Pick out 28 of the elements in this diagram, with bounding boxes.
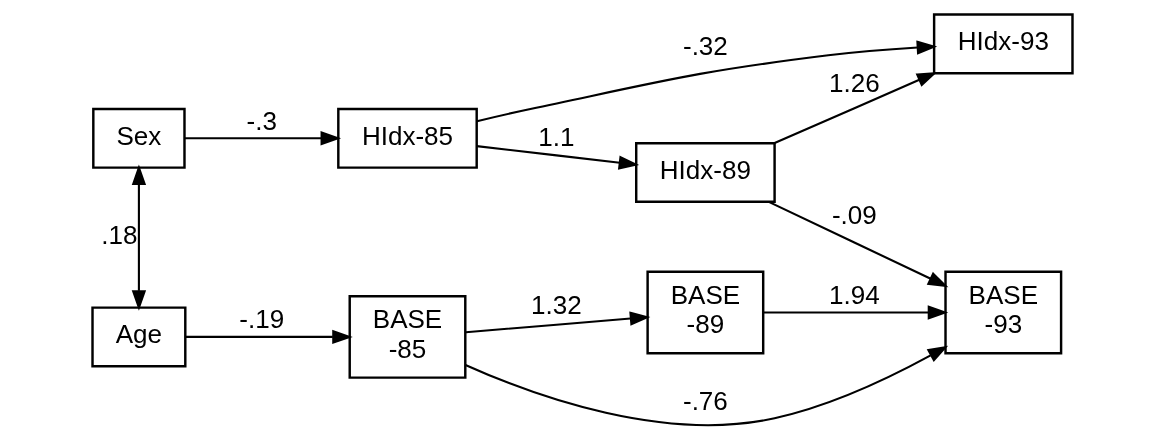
arrow	[465, 311, 651, 334]
arrow	[476, 145, 640, 170]
node-box: BASE -89	[646, 270, 765, 355]
edge-label: -.19	[239, 304, 285, 335]
node-box: HIdx-85	[337, 107, 478, 169]
arrow	[131, 164, 147, 311]
node-box: BASE -85	[348, 295, 467, 379]
edge-label: -.32	[682, 30, 728, 61]
node-box: HIdx-89	[635, 142, 776, 203]
node-box: Age	[91, 306, 187, 368]
node-box: BASE -93	[944, 270, 1063, 355]
edge-label: -.09	[831, 200, 877, 231]
edge-label: 1.94	[829, 280, 880, 311]
edge-label: .18	[101, 219, 138, 250]
node-box: Sex	[92, 107, 186, 169]
edge-label: 1.1	[538, 122, 575, 153]
arrow	[184, 131, 342, 146]
arrow	[768, 200, 949, 288]
arrow	[465, 345, 949, 427]
edge-label: -.76	[682, 385, 728, 416]
edge-label: -.3	[246, 105, 278, 136]
arrow	[476, 40, 938, 123]
arrow	[185, 329, 353, 345]
arrow	[774, 71, 938, 144]
edge-label: 1.32	[531, 289, 582, 320]
edge-label: 1.26	[829, 68, 880, 99]
node-box: HIdx-93	[932, 13, 1074, 75]
arrow	[763, 305, 949, 320]
